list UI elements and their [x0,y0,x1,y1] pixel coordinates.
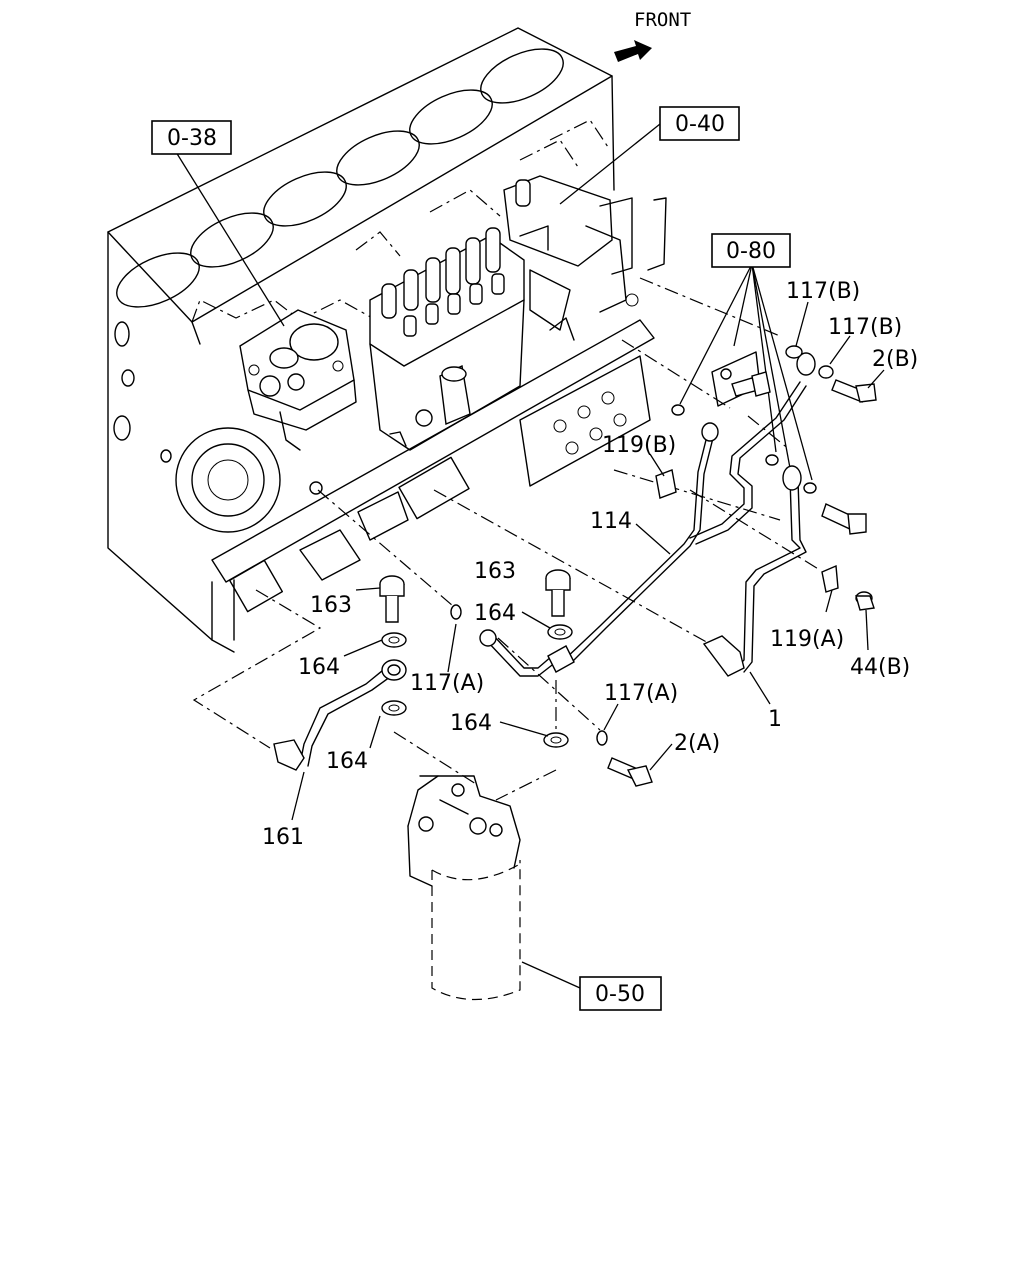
reference-box-0-80[interactable]: 0-80 [711,233,791,268]
clip-119b [655,469,677,499]
callout-44b[interactable]: 44(B) [850,655,910,680]
bracket-assembly [671,351,771,416]
injection-pump [369,175,667,451]
pipe-114 [479,352,816,677]
callout-164-lower-right[interactable]: 164 [450,711,492,736]
callout-117b-upper[interactable]: 117(B) [786,279,860,304]
ref-0-50-label: 0-50 [595,982,645,1007]
callout-labels: 117(B) 117(B) 2(B) 119(B) 114 163 163 16… [262,279,918,850]
bolt-44b [855,591,875,611]
callout-117a-left[interactable]: 117(A) [410,671,484,696]
pipe-1 [702,465,807,677]
callout-161[interactable]: 161 [262,825,304,850]
reference-leaders [175,123,813,481]
bolt-2b-lower [821,503,867,535]
callout-114[interactable]: 114 [590,509,632,534]
air-compressor [239,309,357,495]
callout-164-right[interactable]: 164 [474,601,516,626]
pipe-161 [273,659,407,771]
callout-117b-lower[interactable]: 117(B) [828,315,902,340]
front-label: FRONT [634,9,691,31]
callout-119b[interactable]: 119(B) [602,433,676,458]
callout-leaders [291,301,885,821]
phantom-lines [192,277,821,801]
callout-2a[interactable]: 2(A) [674,731,720,756]
engine-block [107,27,655,653]
clip-119a [821,564,839,593]
ref-0-40-label: 0-40 [675,112,725,137]
reference-box-0-40[interactable]: 0-40 [659,106,740,141]
bolt-2a [607,757,653,787]
callout-164-lower-left[interactable]: 164 [326,749,368,774]
ref-0-80-label: 0-80 [726,239,776,264]
callout-117a-right[interactable]: 117(A) [604,681,678,706]
ref-0-38-label: 0-38 [167,126,217,151]
oil-filter [407,775,581,1001]
callout-1[interactable]: 1 [768,707,782,732]
bolt-2b [831,379,877,403]
front-indicator: FRONT [614,9,691,62]
callout-119a[interactable]: 119(A) [770,627,844,652]
callout-163-right[interactable]: 163 [474,559,516,584]
arrow-right-icon [614,40,652,62]
delivery-valve-row [381,227,505,337]
washers [381,345,834,748]
reference-box-0-38[interactable]: 0-38 [151,120,232,155]
callout-163-left[interactable]: 163 [310,593,352,618]
eye-bolt-163-left [379,575,405,623]
eye-bolt-163-right [545,569,571,617]
reference-box-0-50[interactable]: 0-50 [579,976,662,1011]
callout-164-left[interactable]: 164 [298,655,340,680]
callout-2b[interactable]: 2(B) [872,347,918,372]
